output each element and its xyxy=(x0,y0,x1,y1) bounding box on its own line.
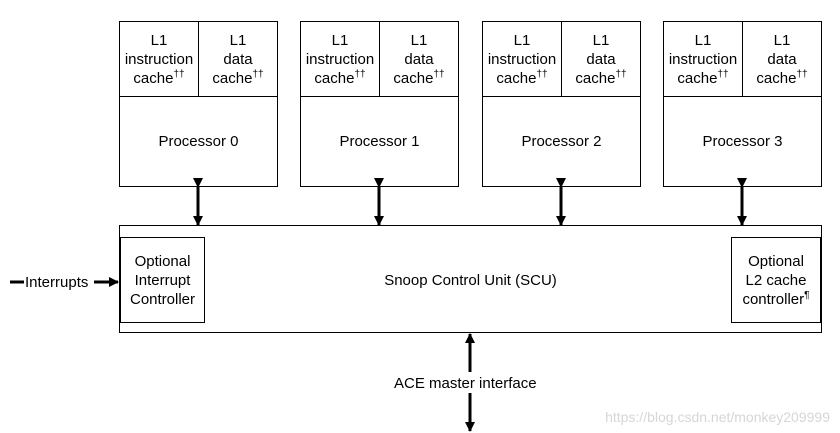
l2-cache-controller-block: Optional L2 cache controller¶ xyxy=(731,237,821,323)
footnote-mark: †† xyxy=(796,68,808,80)
footnote-mark: †† xyxy=(173,68,185,80)
processor-label-0: Processor 0 xyxy=(158,133,239,150)
scu-block: Optional Interrupt Controller Snoop Cont… xyxy=(119,225,822,333)
scu-label: Snoop Control Unit (SCU) xyxy=(384,272,557,289)
footnote-mark: ¶ xyxy=(804,289,810,301)
icache-line1: L1 xyxy=(513,31,531,49)
icache-line1: L1 xyxy=(150,31,168,49)
dcache-line3: cache†† xyxy=(393,69,444,88)
footnote-mark: †† xyxy=(433,68,445,80)
icache-line3: cache†† xyxy=(677,69,728,88)
processor-block-0: L1 instruction cache†† L1 data cache†† P… xyxy=(119,21,278,187)
l2-controller-line2: L2 cache xyxy=(745,271,807,289)
icache-line2: instruction xyxy=(487,50,557,68)
dcache-line3: cache†† xyxy=(575,69,626,88)
processor-block-3: L1 instruction cache†† L1 data cache†† P… xyxy=(663,21,822,187)
icache-line3: cache†† xyxy=(314,69,365,88)
interrupt-controller-line2: Interrupt xyxy=(134,271,191,289)
dcache-line3-text: cache xyxy=(575,69,616,87)
l1-data-cache-2: L1 data cache†† xyxy=(562,22,640,97)
icache-line2: instruction xyxy=(305,50,375,68)
l1-data-cache-0: L1 data cache†† xyxy=(199,22,277,97)
dcache-line1: L1 xyxy=(229,31,247,49)
l2-controller-line3-text: controller xyxy=(742,290,805,308)
processor-block-1: L1 instruction cache†† L1 data cache†† P… xyxy=(300,21,459,187)
dcache-line3: cache†† xyxy=(212,69,263,88)
dcache-line1: L1 xyxy=(410,31,428,49)
dcache-line2: data xyxy=(767,50,797,68)
interrupt-controller-block: Optional Interrupt Controller xyxy=(120,237,205,323)
icache-line3-text: cache xyxy=(496,69,537,87)
dcache-line3: cache†† xyxy=(756,69,807,88)
footnote-mark: †† xyxy=(252,68,264,80)
footnote-mark: †† xyxy=(717,68,729,80)
footnote-mark: †† xyxy=(536,68,548,80)
processor-label-1: Processor 1 xyxy=(339,133,420,150)
footnote-mark: †† xyxy=(354,68,366,80)
icache-line3-text: cache xyxy=(133,69,174,87)
icache-line3-text: cache xyxy=(314,69,355,87)
watermark: https://blog.csdn.net/monkey209999 xyxy=(605,409,830,425)
dcache-line2: data xyxy=(586,50,616,68)
dcache-line3-text: cache xyxy=(756,69,797,87)
icache-line1: L1 xyxy=(331,31,349,49)
processor-label-3: Processor 3 xyxy=(702,133,783,150)
dcache-line2: data xyxy=(223,50,253,68)
l2-controller-line3: controller¶ xyxy=(742,290,809,309)
icache-line2: instruction xyxy=(124,50,194,68)
dcache-line2: data xyxy=(404,50,434,68)
interrupts-label: Interrupts xyxy=(25,274,89,291)
dcache-line1: L1 xyxy=(773,31,791,49)
l1-instruction-cache-0: L1 instruction cache†† xyxy=(120,22,199,97)
icache-line3: cache†† xyxy=(496,69,547,88)
ace-master-interface-label: ACE master interface xyxy=(394,375,537,392)
l1-data-cache-3: L1 data cache†† xyxy=(743,22,821,97)
icache-line3: cache†† xyxy=(133,69,184,88)
dcache-line3-text: cache xyxy=(393,69,434,87)
processor-block-2: L1 instruction cache†† L1 data cache†† P… xyxy=(482,21,641,187)
l1-instruction-cache-3: L1 instruction cache†† xyxy=(664,22,743,97)
interrupt-controller-line3: Controller xyxy=(129,290,196,308)
icache-line1: L1 xyxy=(694,31,712,49)
l2-controller-line1: Optional xyxy=(748,252,804,270)
interrupt-controller-line1: Optional xyxy=(134,252,191,270)
processor-label-2: Processor 2 xyxy=(521,133,602,150)
dcache-line3-text: cache xyxy=(212,69,253,87)
footnote-mark: †† xyxy=(615,68,627,80)
dcache-line1: L1 xyxy=(592,31,610,49)
icache-line3-text: cache xyxy=(677,69,718,87)
l1-data-cache-1: L1 data cache†† xyxy=(380,22,458,97)
icache-line2: instruction xyxy=(668,50,738,68)
l1-instruction-cache-2: L1 instruction cache†† xyxy=(483,22,562,97)
l1-instruction-cache-1: L1 instruction cache†† xyxy=(301,22,380,97)
